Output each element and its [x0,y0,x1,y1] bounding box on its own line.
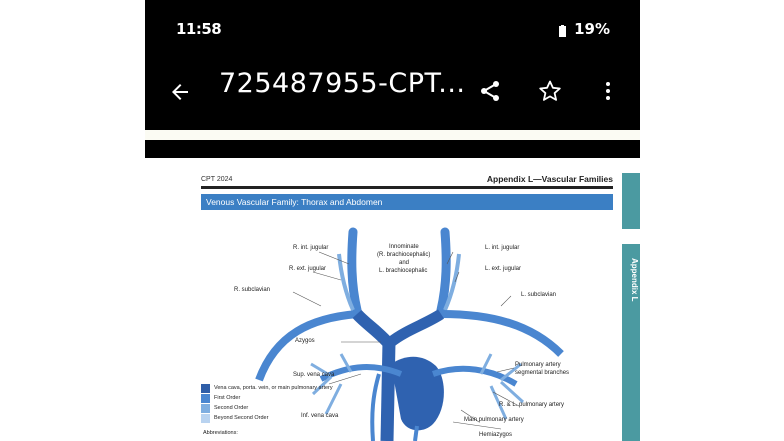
venous-diagram: R. int. jugular R. ext. jugular R. subcl… [201,214,613,441]
label-inf-vena-cava: Inf. vena cava [301,413,339,419]
share-icon [481,81,499,101]
segmental-branch [310,353,525,420]
pdf-viewer[interactable]: CPT 2024 Appendix L—Vascular Families Ve… [145,130,640,441]
l-int-jugular-vessel [436,227,451,315]
label-l-brachiocephalic: L. brachiocephalic [379,268,428,274]
sup-vena-cava-vessel [380,341,396,441]
l-ext-jugular-vessel [443,253,461,311]
r-int-jugular-vessel [347,227,362,315]
pulmonary-artery-left [431,365,518,387]
more-options-button[interactable] [593,76,623,106]
label-r-ext-jugular: R. ext. jugular [289,266,327,272]
l-subclavian-vessel [440,310,564,357]
page-header-right: Appendix L—Vascular Families [486,174,613,184]
status-bar: 11:58 19% [145,0,640,60]
abbreviations-label: Abbreviations: [203,430,238,436]
side-tab-label: Appendix L [630,258,639,302]
section-banner: Venous Vascular Family: Thorax and Abdom… [201,194,613,210]
label-innominate: Innominate [389,244,419,250]
label-l-int-jugular: L. int. jugular [485,245,520,251]
label-r-brachiocephalic: (R. brachiocephalic) [377,252,431,258]
battery-percent: 19% [574,20,610,38]
legend-label: Beyond Second Order [214,415,269,421]
share-button[interactable] [475,76,505,106]
legend-item: Beyond Second Order [201,413,333,423]
label-l-subclavian: L. subclavian [521,292,557,298]
side-tab-top [622,173,640,229]
app-bar: 725487955-CPT... [145,60,640,130]
side-tab [622,244,640,441]
label-and: and [399,260,410,266]
r-ext-jugular-vessel [337,253,355,311]
bookmark-star-button[interactable] [535,76,565,106]
legend-item: Second Order [201,403,333,413]
label-main-pulmonary-artery: Main pulmonary artery [464,417,524,423]
label-r-int-jugular: R. int. jugular [293,245,329,251]
legend-item: Vena cava, porta. vein, or main pulmonar… [201,383,333,393]
arrow-left-icon [172,84,188,100]
pdf-page: CPT 2024 Appendix L—Vascular Families Ve… [145,158,640,441]
hemiazygos-vessel [413,425,419,441]
phone-screen: 11:58 19% 725487955-CPT... [145,0,640,441]
star-outline-icon [539,80,561,101]
legend-label: First Order [214,395,241,401]
previous-page-edge [145,130,640,140]
venous-illustration [255,227,564,441]
label-segmental-branches: segmental branches [515,370,570,376]
legend: Vena cava, porta. vein, or main pulmonar… [201,383,333,423]
legend-item: First Order [201,393,333,403]
legend-label: Second Order [214,405,249,411]
legend-label: Vena cava, porta. vein, or main pulmonar… [214,385,333,391]
legend-swatch [201,403,210,413]
status-right: 19% [559,20,610,38]
pulmonary-trunk [391,356,444,431]
battery-icon [559,23,567,37]
label-sup-vena-cava: Sup. vena cava [293,372,335,378]
label-azygos: Azygos [295,338,315,344]
label-rl-pulmonary-artery: R. & L. pulmonary artery [499,402,565,408]
azygos-vessel [370,373,381,441]
header-rule [201,186,613,189]
page-separator [145,140,640,158]
more-vert-icon [606,82,610,100]
l-brachiocephalic-vessel [387,309,445,347]
label-r-subclavian: R. subclavian [234,287,271,293]
r-subclavian-vessel [255,310,358,382]
back-button[interactable] [165,77,195,107]
legend-swatch [201,393,210,403]
label-hemiazygos: Hemiazygos [479,432,513,438]
document-title: 725487955-CPT... [219,68,466,99]
r-brachiocephalic-vessel [352,309,394,348]
label-pulmonary-artery: Pulmonary artery [515,362,561,368]
page-header-left: CPT 2024 [201,176,233,183]
legend-swatch [201,413,210,423]
status-time: 11:58 [176,20,222,38]
label-l-ext-jugular: L. ext. jugular [485,266,522,272]
legend-swatch [201,383,210,393]
